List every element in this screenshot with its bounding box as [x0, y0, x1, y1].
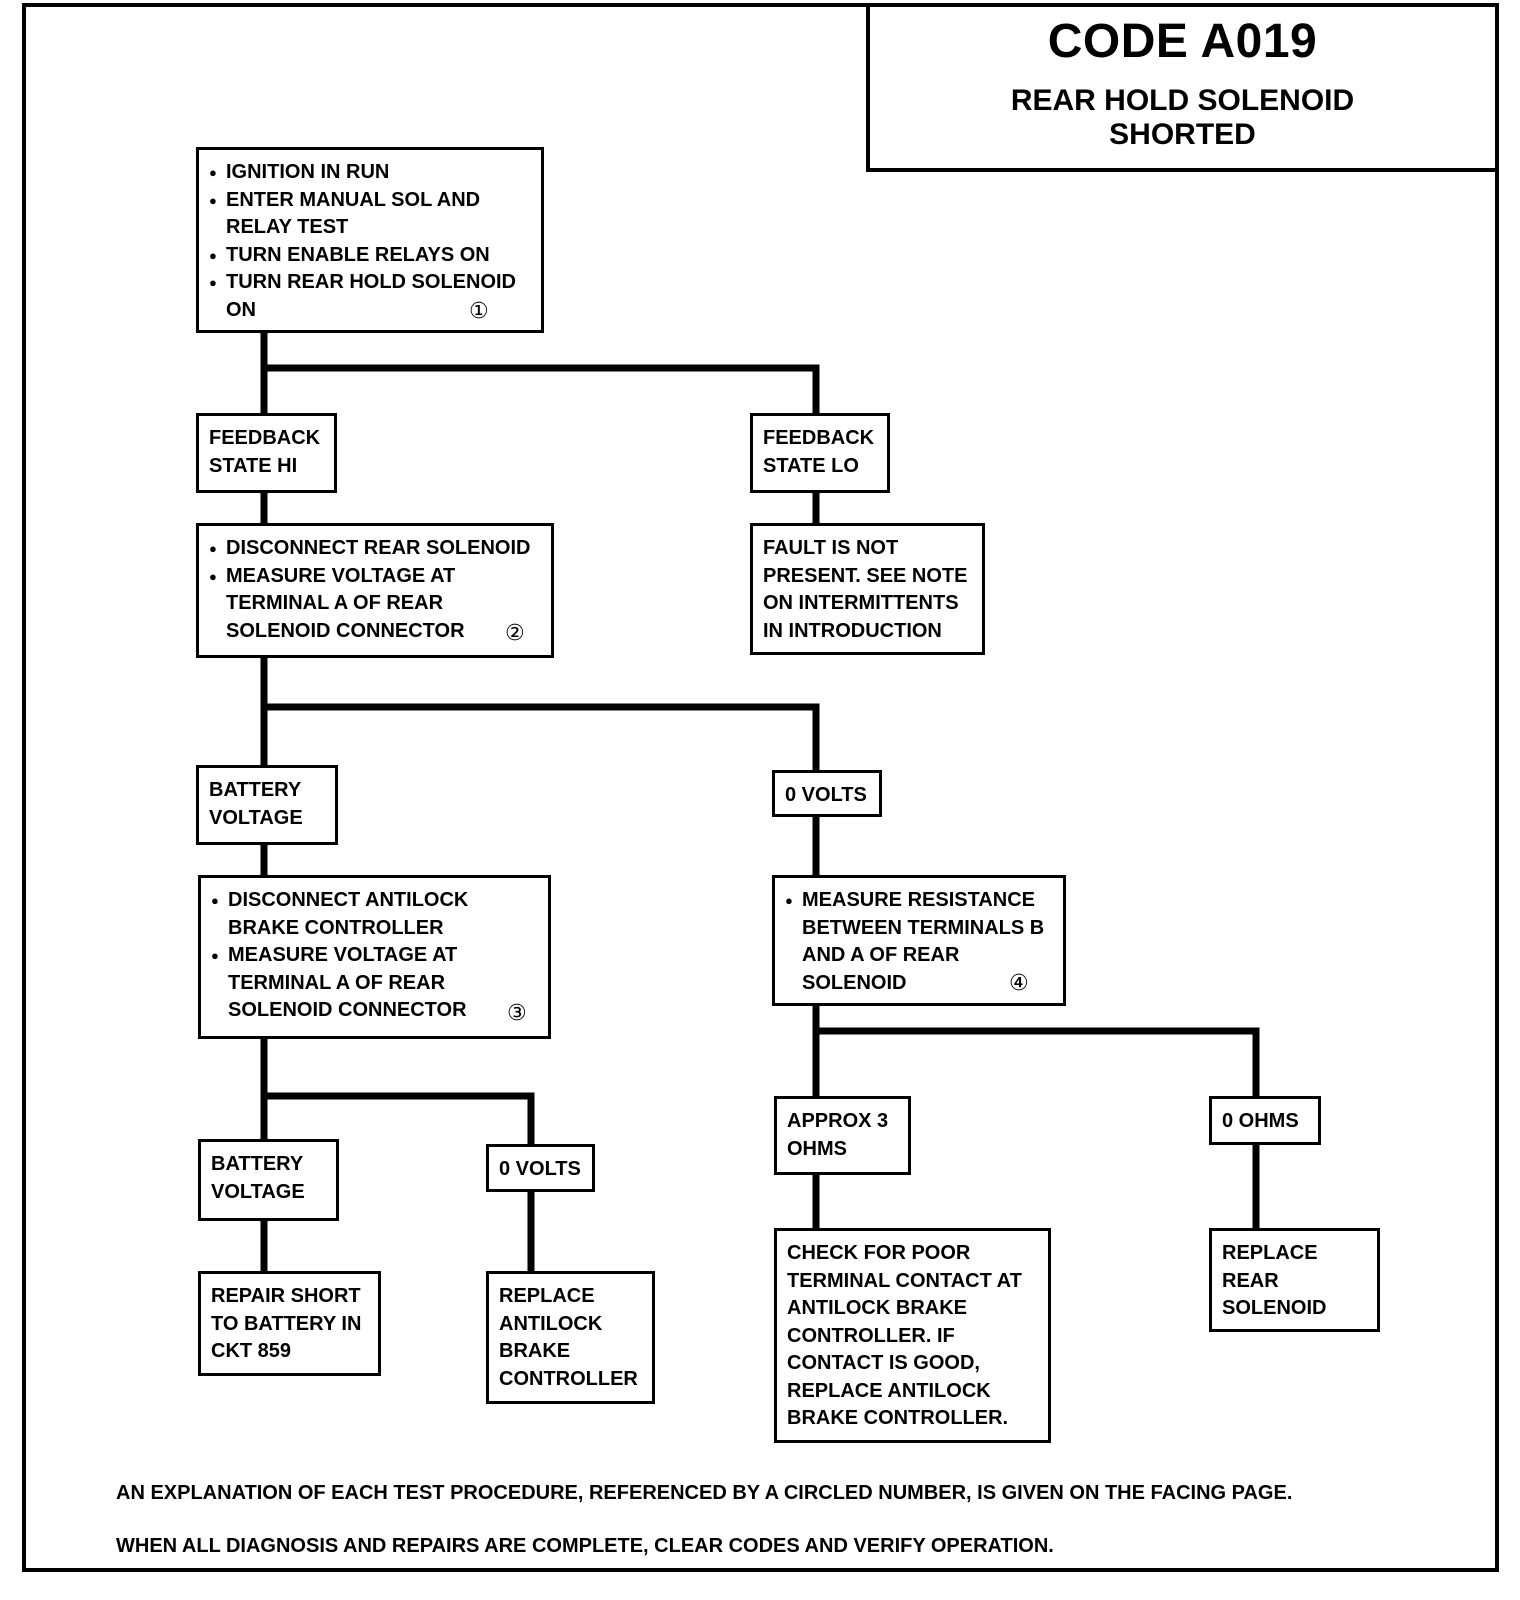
node-line: 0 VOLTS: [499, 1158, 581, 1180]
node-line: VOLTAGE: [209, 806, 303, 829]
node-line: CONTACT IS GOOD,: [787, 1352, 980, 1374]
node-disconnect-rear: DISCONNECT REAR SOLENOID MEASURE VOLTAGE…: [196, 523, 554, 658]
node-line: CHECK FOR POOR: [787, 1242, 971, 1264]
circled-number-marker: ③: [507, 1000, 527, 1025]
node-line: ANTILOCK BRAKE: [787, 1297, 967, 1319]
node-line: SOLENOID: [1222, 1297, 1327, 1319]
title-box: CODE A019 REAR HOLD SOLENOID SHORTED: [866, 3, 1499, 172]
connector-start-branch: [260, 326, 820, 416]
step-item: TURN ENABLE RELAYS ON: [209, 242, 533, 270]
node-line: 0 VOLTS: [785, 784, 867, 806]
node-feedback-lo: FEEDBACK STATE LO: [750, 413, 890, 493]
footer-note-explanation: AN EXPLANATION OF EACH TEST PROCEDURE, R…: [116, 1482, 1293, 1504]
node-line: FAULT IS NOT: [763, 537, 899, 559]
step-item: DISCONNECT REAR SOLENOID: [209, 535, 543, 563]
connector-resistance-branch: [812, 999, 1260, 1101]
node-line: CONTROLLER. IF: [787, 1324, 955, 1347]
node-line: FEEDBACK: [763, 427, 875, 449]
circled-number-marker: ②: [505, 620, 525, 645]
node-line: BRAKE: [499, 1340, 571, 1362]
node-start: IGNITION IN RUN ENTER MANUAL SOL AND REL…: [196, 147, 544, 333]
step-item: DISCONNECT ANTILOCK BRAKE CONTROLLER: [211, 887, 493, 942]
node-line: TERMINAL CONTACT AT: [787, 1269, 1022, 1292]
node-line: STATE LO: [763, 454, 859, 477]
code-description-line: SHORTED: [1109, 118, 1256, 151]
node-repair-short: REPAIR SHORT TO BATTERY IN CKT 859: [198, 1271, 381, 1376]
node-line: STATE HI: [209, 454, 298, 477]
step-item: TURN REAR HOLD SOLENOID ON: [209, 269, 541, 324]
node-line: 0 OHMS: [1222, 1110, 1299, 1132]
node-check-contact: CHECK FOR POOR TERMINAL CONTACT AT ANTIL…: [774, 1228, 1051, 1443]
node-line: OHMS: [787, 1137, 847, 1160]
node-line: REAR: [1222, 1269, 1279, 1292]
node-line: BATTERY: [211, 1153, 304, 1175]
circled-number-marker: ④: [1009, 970, 1029, 995]
step-item: MEASURE VOLTAGE AT TERMINAL A OF REAR SO…: [209, 563, 476, 646]
node-line: BRAKE CONTROLLER.: [787, 1407, 1009, 1429]
node-battery-voltage-1: BATTERY VOLTAGE: [196, 765, 338, 845]
node-replace-solenoid: REPLACE REAR SOLENOID: [1209, 1228, 1380, 1332]
node-replace-controller: REPLACE ANTILOCK BRAKE CONTROLLER: [486, 1271, 655, 1404]
code-description-line: REAR HOLD SOLENOID: [1010, 84, 1355, 117]
node-measure-resistance: MEASURE RESISTANCE BETWEEN TERMINALS B A…: [772, 875, 1066, 1006]
code-title: CODE A019: [1047, 15, 1318, 68]
circled-number-marker: ①: [469, 298, 489, 323]
node-line: IN INTRODUCTION: [763, 619, 942, 642]
node-line: ON INTERMITTENTS: [763, 592, 959, 614]
node-line: REPLACE: [499, 1285, 595, 1307]
node-line: REPLACE: [1222, 1242, 1318, 1264]
node-line: ANTILOCK: [499, 1312, 603, 1335]
node-line: CONTROLLER: [499, 1367, 638, 1390]
step-item: ENTER MANUAL SOL AND RELAY TEST: [209, 187, 516, 242]
node-line: CKT 859: [211, 1340, 292, 1362]
node-line: REPAIR SHORT: [211, 1285, 361, 1307]
node-line: REPLACE ANTILOCK: [787, 1379, 991, 1402]
node-line: FEEDBACK: [209, 427, 321, 449]
node-battery-voltage-2: BATTERY VOLTAGE: [198, 1139, 339, 1221]
node-zero-volts-1: 0 VOLTS: [772, 770, 882, 817]
step-item: MEASURE RESISTANCE BETWEEN TERMINALS B A…: [785, 887, 1052, 997]
node-line: PRESENT. SEE NOTE: [763, 564, 968, 587]
footer-note-clear-codes: WHEN ALL DIAGNOSIS AND REPAIRS ARE COMPL…: [116, 1535, 1054, 1557]
connector-controller-branch: [260, 1033, 535, 1165]
node-zero-ohms: 0 OHMS: [1209, 1096, 1321, 1145]
connector-voltage-branch: [260, 652, 820, 775]
step-item: IGNITION IN RUN: [209, 159, 533, 187]
node-line: APPROX 3: [787, 1110, 889, 1132]
node-zero-volts-2: 0 VOLTS: [486, 1144, 595, 1192]
node-disconnect-controller: DISCONNECT ANTILOCK BRAKE CONTROLLER MEA…: [198, 875, 551, 1039]
node-approx-3-ohms: APPROX 3 OHMS: [774, 1096, 911, 1175]
code-description: REAR HOLD SOLENOID SHORTED: [870, 84, 1495, 152]
node-line: BATTERY: [209, 779, 302, 801]
node-line: VOLTAGE: [211, 1180, 305, 1203]
node-feedback-hi: FEEDBACK STATE HI: [196, 413, 337, 493]
page-frame: [22, 3, 1499, 1572]
node-line: TO BATTERY IN: [211, 1312, 362, 1335]
step-item: MEASURE VOLTAGE AT TERMINAL A OF REAR SO…: [211, 942, 478, 1025]
node-fault-not-present: FAULT IS NOT PRESENT. SEE NOTE ON INTERM…: [750, 523, 985, 655]
